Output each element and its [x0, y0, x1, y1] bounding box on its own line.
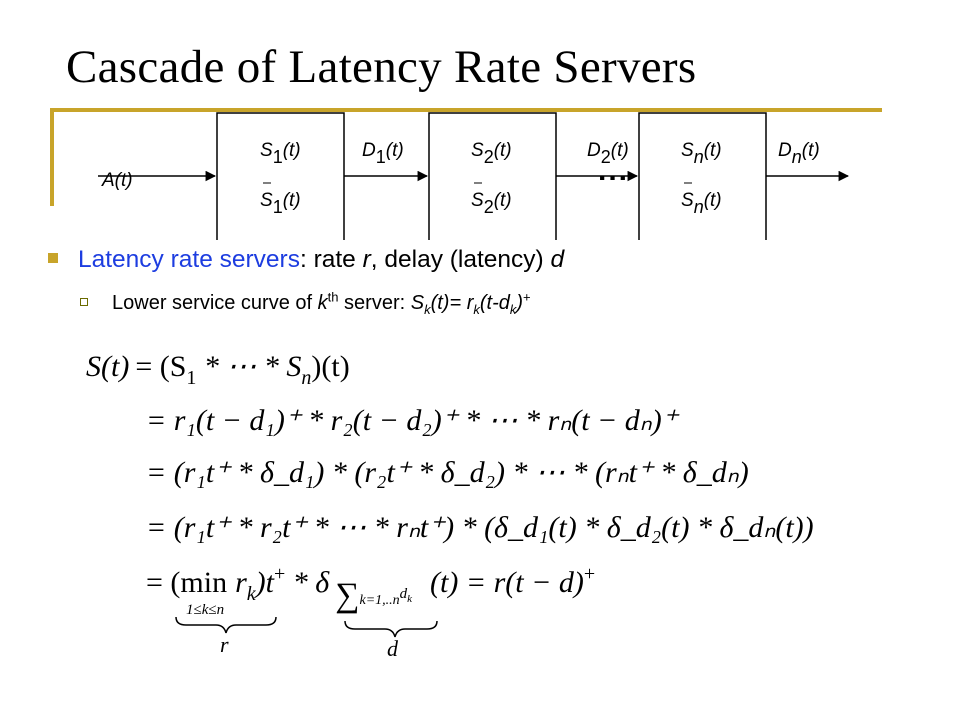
input-label: A(t): [101, 170, 133, 191]
server-box-1: [216, 112, 345, 240]
min-subscript: 1≤k≤n: [186, 602, 224, 618]
server-1-upper-curve: S1(t): [260, 140, 301, 167]
title-underline: [50, 108, 882, 112]
sub-k: k: [317, 292, 328, 314]
sub-r: r: [466, 292, 474, 314]
bullet-latency-rate-servers: Latency rate servers: rate r, delay (lat…: [48, 246, 564, 274]
rate-symbol: r: [362, 246, 371, 273]
sub-middle: server:: [338, 292, 411, 314]
sub-S: S: [410, 292, 425, 314]
slide-title: Cascade of Latency Rate Servers: [66, 41, 697, 93]
sub-bullet-service-curve: Lower service curve of kth server: Sk(t)…: [80, 289, 531, 317]
cascade-diagram: A(t) S1(t) S1(t) D1(t) S2(t) S2(t) D2(t)…: [98, 112, 850, 240]
server-2-upper-curve: S2(t): [471, 140, 512, 167]
output-label-n: Dn(t): [778, 140, 820, 167]
sub-k2: k: [424, 302, 431, 317]
sub-k3: k: [473, 302, 480, 317]
sub-eq: (t)=: [430, 292, 467, 314]
bullet-highlight: Latency rate servers: [78, 246, 300, 273]
sub-plus: +: [523, 289, 531, 305]
cascade-ellipsis: ...: [598, 154, 629, 187]
equation-line-4: = (r₁t⁺ * r₂t⁺ * ⋯ * rₙt⁺) * (δ_d₁(t) * …: [146, 511, 814, 544]
sub-th: th: [327, 289, 339, 305]
sub-close: ): [516, 292, 524, 314]
output-label-1: D1(t): [362, 140, 404, 167]
bullet-text-mid: , delay (latency): [370, 246, 551, 273]
underbrace-d-label: d: [387, 636, 399, 661]
bullet-text: : rate: [299, 246, 363, 273]
delay-symbol: d: [550, 246, 565, 273]
server-1-lower-curve: S1(t): [260, 190, 301, 217]
underbrace-r-label: r: [220, 632, 229, 657]
server-box-2: [428, 112, 557, 240]
equation-line-2: = r₁(t − d₁)⁺ * r₂(t − d₂)⁺ * ⋯ * rₙ(t −…: [146, 404, 680, 437]
output-label-2: D2(t): [587, 140, 629, 167]
underbrace-d: [344, 620, 438, 638]
sub-bullet-square-icon: [80, 297, 88, 306]
sub-paren: (t-d: [479, 292, 510, 314]
server-n-upper-curve: Sn(t): [681, 140, 722, 167]
sub-bullet-prefix: Lower service curve of: [112, 292, 318, 314]
bullet-square-icon: [48, 252, 58, 263]
server-box-n: [638, 112, 767, 240]
server-2-lower-curve: S2(t): [471, 190, 512, 217]
sub-k4: k: [509, 302, 517, 317]
server-n-lower-curve: Sn(t): [681, 190, 722, 217]
equation-line-3: = (r₁t⁺ * δ_d₁) * (r₂t⁺ * δ_d₂) * ⋯ * (r…: [146, 456, 749, 489]
underbrace-r: [175, 616, 277, 634]
title-underline-stem: [50, 108, 54, 206]
equation-line-1: S(t)= (S1 * ⋯ * Sn)(t): [86, 350, 350, 389]
